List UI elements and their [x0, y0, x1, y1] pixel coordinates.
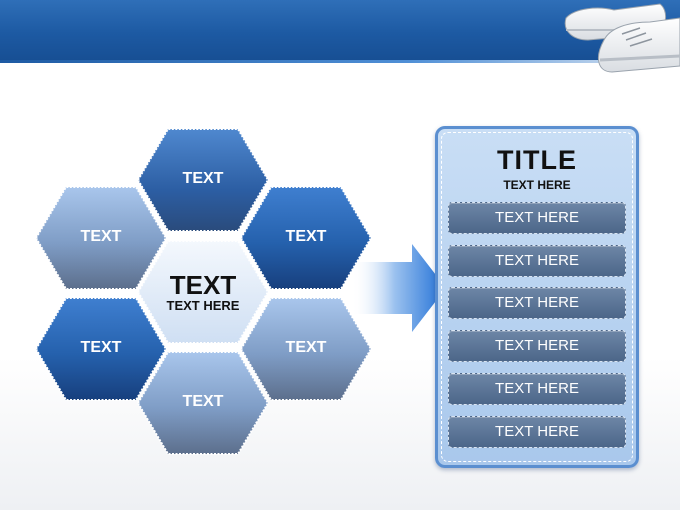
panel-row-5: TEXT HERE: [448, 373, 626, 405]
hex-lower-right: [239, 297, 373, 401]
hex-bottom-label: TEXT: [182, 393, 224, 410]
hex-lower-right-label: TEXT: [285, 339, 327, 356]
header-divider: [0, 60, 680, 63]
panel-title: TITLE: [497, 145, 577, 175]
hex-top: [136, 128, 270, 232]
hex-center-title: TEXT: [169, 270, 237, 300]
panel-row-3: TEXT HERE: [448, 287, 626, 319]
panel-row-6: TEXT HERE: [448, 416, 626, 448]
title-panel: TITLE TEXT HERE TEXT HERE TEXT HERE TEXT…: [435, 126, 639, 468]
hex-bottom: [136, 351, 270, 455]
hex-lower-left-label: TEXT: [80, 339, 122, 356]
hex-upper-right: [239, 186, 373, 290]
panel-row-1: TEXT HERE: [448, 202, 626, 234]
hex-top-label: TEXT: [182, 170, 224, 187]
panel-row-2: TEXT HERE: [448, 245, 626, 277]
hex-center-subtitle: TEXT HERE: [166, 298, 240, 313]
hex-lower-left: [34, 297, 168, 401]
hex-center: [136, 240, 270, 344]
sneakers-icon: [564, 3, 680, 73]
hex-upper-left-label: TEXT: [80, 228, 122, 245]
hex-upper-right-label: TEXT: [285, 228, 327, 245]
right-arrow-icon: [352, 244, 446, 332]
panel-row-4: TEXT HERE: [448, 330, 626, 362]
hex-upper-left: [34, 186, 168, 290]
panel-inner-border: [441, 132, 633, 462]
panel-subtitle: TEXT HERE: [503, 178, 571, 192]
